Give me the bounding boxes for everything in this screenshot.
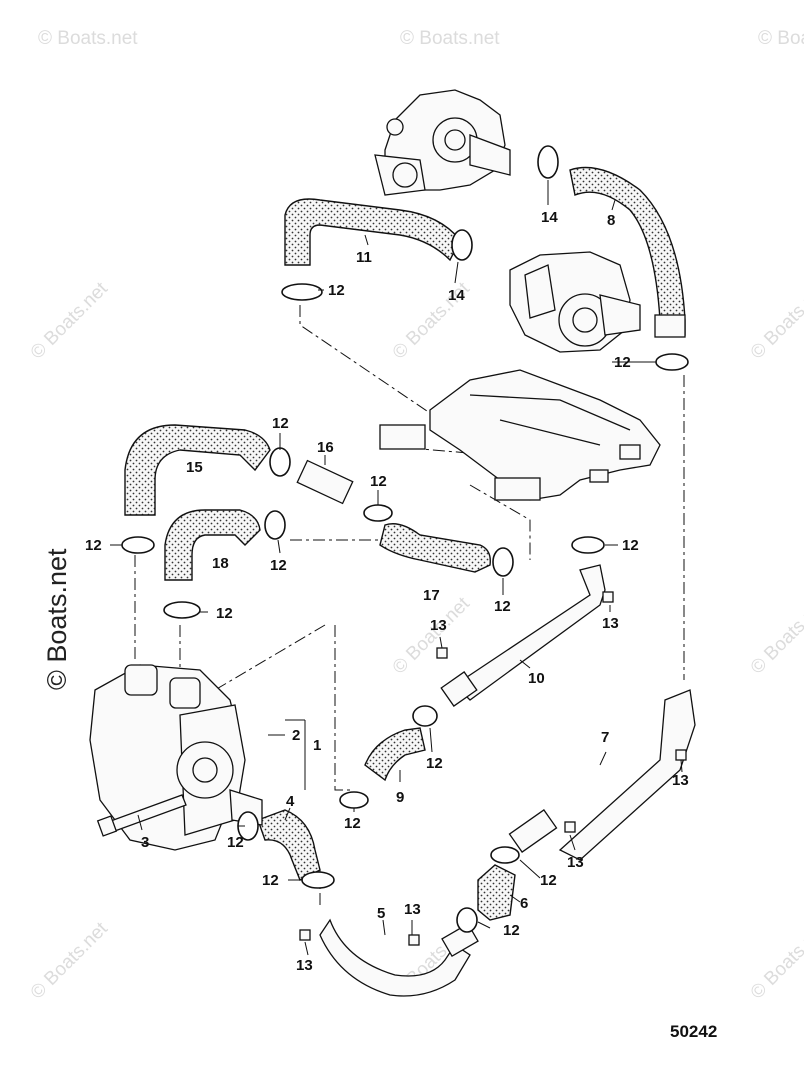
callout-5: 5 — [377, 905, 385, 922]
connector-intake-2 — [494, 477, 541, 501]
callout-12: 12 — [85, 537, 102, 554]
tube-10 — [453, 564, 606, 701]
callout-18: 18 — [212, 555, 229, 572]
callout-16: 16 — [317, 439, 334, 456]
callout-13: 13 — [404, 901, 421, 918]
callout-12: 12 — [370, 473, 387, 490]
callout-12: 12 — [216, 605, 233, 622]
compressor-assembly — [509, 251, 641, 353]
hoses — [124, 166, 686, 921]
callout-2: 2 — [292, 727, 300, 744]
callout-14: 14 — [541, 209, 558, 226]
callout-12: 12 — [272, 415, 289, 432]
connector-tube-10 — [440, 671, 478, 707]
callout-12: 12 — [344, 815, 361, 832]
callout-12: 12 — [270, 557, 287, 574]
figure-number: 50242 — [670, 1022, 717, 1041]
watermark: © Boats.net — [389, 593, 475, 679]
callout-10: 10 — [528, 670, 545, 687]
intake-manifold — [429, 369, 661, 501]
hose-9 — [364, 727, 426, 782]
callout-12: 12 — [328, 282, 345, 299]
hose-11 — [284, 198, 461, 266]
connector-hose-8 — [654, 314, 686, 338]
watermark: © Boats.net — [758, 28, 804, 49]
callout-13: 13 — [602, 615, 619, 632]
callout-13: 13 — [672, 772, 689, 789]
watermark: © Boats.net — [400, 28, 500, 49]
hose-4 — [257, 809, 321, 881]
callout-13: 13 — [430, 617, 447, 634]
callout-12: 12 — [503, 922, 520, 939]
connector-tube-7 — [508, 809, 558, 853]
callout-12: 12 — [426, 755, 443, 772]
callout-13: 13 — [296, 957, 313, 974]
callout-3: 3 — [141, 834, 149, 851]
callout-9: 9 — [396, 789, 404, 806]
connector-intake — [379, 424, 426, 450]
callout-13: 13 — [567, 854, 584, 871]
leader-lines — [110, 180, 683, 956]
callout-12: 12 — [540, 872, 557, 889]
callout-17: 17 — [423, 587, 440, 604]
bolt-3 — [96, 794, 187, 837]
callouts: 12 12 14 8 14 11 12 16 15 12 12 18 12 17… — [85, 209, 689, 974]
watermark: © Boats.net — [747, 278, 804, 364]
callout-6: 6 — [520, 895, 528, 912]
watermark: © Boats.net — [27, 278, 113, 364]
hose-6 — [477, 864, 516, 921]
callout-12: 12 — [614, 354, 631, 371]
watermark: © Boats.net — [38, 28, 138, 49]
side-watermark: © Boats.net — [42, 548, 72, 690]
callout-8: 8 — [607, 212, 615, 229]
callout-14: 14 — [448, 287, 465, 304]
callout-12: 12 — [494, 598, 511, 615]
hose-17 — [379, 523, 491, 573]
callout-12: 12 — [622, 537, 639, 554]
tube-5 — [319, 918, 471, 997]
connector-16 — [296, 459, 354, 505]
seawater-pump-assembly — [89, 664, 263, 851]
callout-12: 12 — [262, 872, 279, 889]
tube-7 — [558, 689, 696, 861]
hose-18 — [164, 509, 261, 581]
callout-1: 1 — [313, 737, 321, 754]
callout-12: 12 — [227, 834, 244, 851]
watermark: © Boats.net — [747, 593, 804, 679]
callout-15: 15 — [186, 459, 203, 476]
turbocharger-assembly — [374, 89, 511, 196]
callout-7: 7 — [601, 729, 609, 746]
watermark: © Boats.net — [27, 918, 113, 1004]
screws-13 — [299, 591, 687, 946]
hose-clamps — [121, 145, 689, 933]
callout-11: 11 — [356, 249, 372, 266]
watermark: © Boats.net — [747, 918, 804, 1004]
hose-15 — [124, 424, 271, 516]
callout-4: 4 — [286, 793, 295, 810]
